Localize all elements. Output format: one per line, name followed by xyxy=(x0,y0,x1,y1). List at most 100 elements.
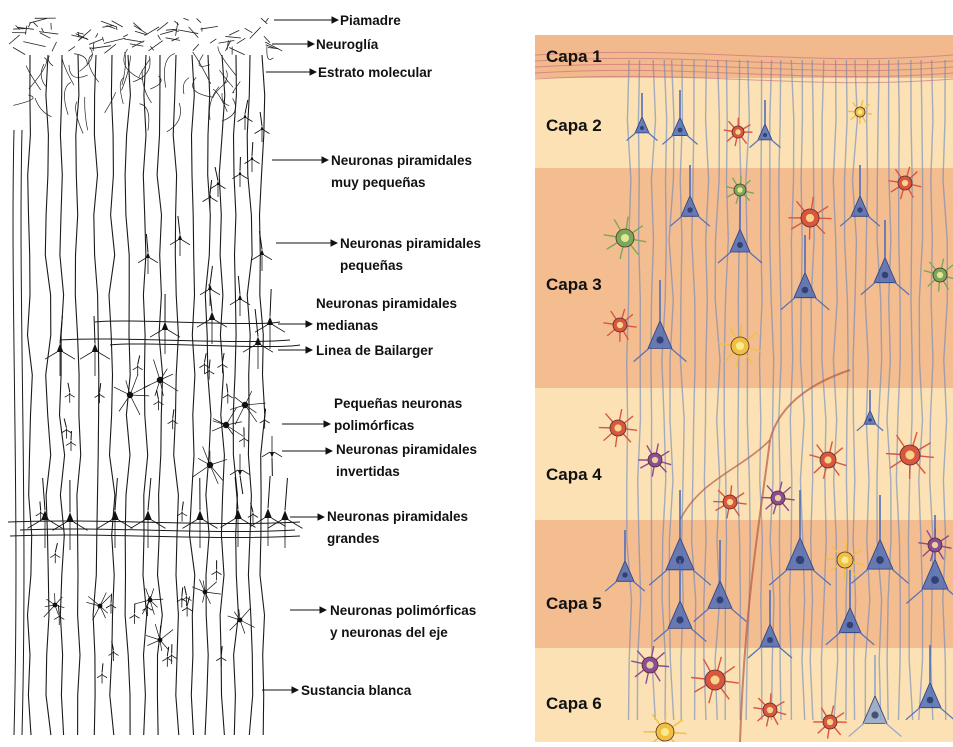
glial-stroke xyxy=(229,48,245,55)
annotation-label: Estrato molecular xyxy=(318,65,433,80)
layer-label: Capa 4 xyxy=(546,465,602,484)
annotation-label: pequeñas xyxy=(340,258,403,273)
vertical-fiber xyxy=(75,55,80,735)
glial-stroke xyxy=(68,46,75,51)
pyramidal-neuron xyxy=(251,476,286,546)
glial-stroke xyxy=(193,44,199,51)
molecular-fiber xyxy=(222,93,229,105)
pyramidal-neuron xyxy=(109,641,119,661)
annotation-label: Neuronas piramidales xyxy=(336,442,477,457)
glial-stroke xyxy=(124,39,143,42)
callout-sustancia-blanca: Sustancia blanca xyxy=(262,683,412,698)
pyramidal-neuron xyxy=(239,427,249,447)
vertical-fiber xyxy=(233,55,238,735)
horizontal-fiber xyxy=(20,529,295,532)
molecular-fiber xyxy=(74,54,87,66)
glial-stroke xyxy=(13,47,25,54)
callout-piramidales-muy-pequenas: Neuronas piramidales muy pequeñas xyxy=(272,153,472,190)
glial-stroke xyxy=(102,37,103,42)
vertical-fiber xyxy=(143,55,148,735)
vertical-fiber xyxy=(93,55,99,735)
vertical-fiber xyxy=(190,55,195,735)
annotation-label: medianas xyxy=(316,318,378,333)
pyramidal-neuron xyxy=(243,309,273,369)
pyramidal-neuron xyxy=(245,142,260,172)
callout-piramidales-pequenas: Neuronas piramidales pequeñas xyxy=(276,236,481,273)
molecular-fiber xyxy=(209,87,219,120)
annotation-label: Linea de Bailarger xyxy=(316,343,434,358)
polymorphic-neuron xyxy=(86,593,110,621)
horizontal-fiber-bands xyxy=(8,321,300,538)
glial-stroke xyxy=(9,35,20,44)
vertical-fiber xyxy=(173,55,179,735)
vertical-fiber xyxy=(60,55,65,735)
annotation-label: muy pequeñas xyxy=(331,175,426,190)
pyramidal-neuron xyxy=(200,266,220,306)
pyramidal-neuron xyxy=(168,409,178,429)
pyramidal-neuron xyxy=(95,383,105,403)
glial-stroke xyxy=(148,41,162,51)
molecular-fiber xyxy=(164,54,174,88)
molecular-fiber xyxy=(89,54,99,82)
molecular-fiber xyxy=(85,97,88,130)
molecular-fiber xyxy=(35,98,52,117)
annotation-label: grandes xyxy=(327,531,380,546)
pyramidal-neuron xyxy=(170,216,190,256)
pyramidal-neuron xyxy=(28,478,63,548)
pyramidal-neuron xyxy=(252,231,272,271)
molecular-fiber xyxy=(105,92,116,113)
horizontal-fiber xyxy=(110,344,300,347)
annotation-label: Neuronas piramidales xyxy=(340,236,481,251)
pyramidal-neuron xyxy=(66,431,76,451)
pyramidal-neuron xyxy=(133,355,143,375)
polymorphic-neuron xyxy=(230,391,265,424)
pyramidal-neuron xyxy=(131,478,166,548)
molecular-fiber xyxy=(213,81,227,97)
pyramidal-neuron xyxy=(255,112,270,142)
pyramidal-neuron xyxy=(130,604,140,624)
glial-stroke xyxy=(123,34,128,36)
molecular-fiber xyxy=(64,82,70,115)
layer-label: Capa 2 xyxy=(546,116,602,135)
pyramidal-neuron xyxy=(162,647,172,667)
glial-stroke xyxy=(93,43,94,52)
glial-stroke xyxy=(52,42,57,51)
vertical-fiber xyxy=(205,55,211,735)
molecular-fiber xyxy=(183,78,189,94)
vertical-fiber xyxy=(13,130,16,735)
glial-stroke xyxy=(219,41,235,44)
vertical-fiber xyxy=(21,130,24,735)
vertical-fiber xyxy=(260,55,265,735)
molecular-fiber xyxy=(133,56,150,82)
polymorphic-neuron xyxy=(143,360,178,397)
layer-label: Capa 1 xyxy=(546,47,602,66)
callout-piamadre: Piamadre xyxy=(274,13,401,28)
annotation-label: Neuronas polimórficas xyxy=(330,603,476,618)
pyramidal-neuron xyxy=(212,560,222,580)
callout-neuroglia: Neuroglía xyxy=(272,37,379,52)
pyramidal-neuron xyxy=(211,167,226,197)
callout-linea-bailarger: Linea de Bailarger xyxy=(278,343,434,358)
annotation-label: Neuronas piramidales xyxy=(331,153,472,168)
glial-stroke xyxy=(237,38,246,43)
annotation-label: Neuroglía xyxy=(316,37,379,52)
horizontal-fiber xyxy=(95,321,280,324)
glial-stroke xyxy=(264,36,270,42)
molecular-fiber xyxy=(41,64,46,86)
pyramidal-neuron xyxy=(97,663,107,683)
polymorphic-neuron xyxy=(212,408,243,437)
pyramidal-neuron xyxy=(50,543,60,563)
glial-stroke xyxy=(23,42,45,47)
callout-estrato-molecular: Estrato molecular xyxy=(266,65,433,80)
pyramidal-neuron xyxy=(65,383,75,403)
pyramidal-neuron xyxy=(138,234,158,274)
molecular-fiber xyxy=(62,56,74,85)
annotation-label: Neuronas piramidales xyxy=(316,296,457,311)
